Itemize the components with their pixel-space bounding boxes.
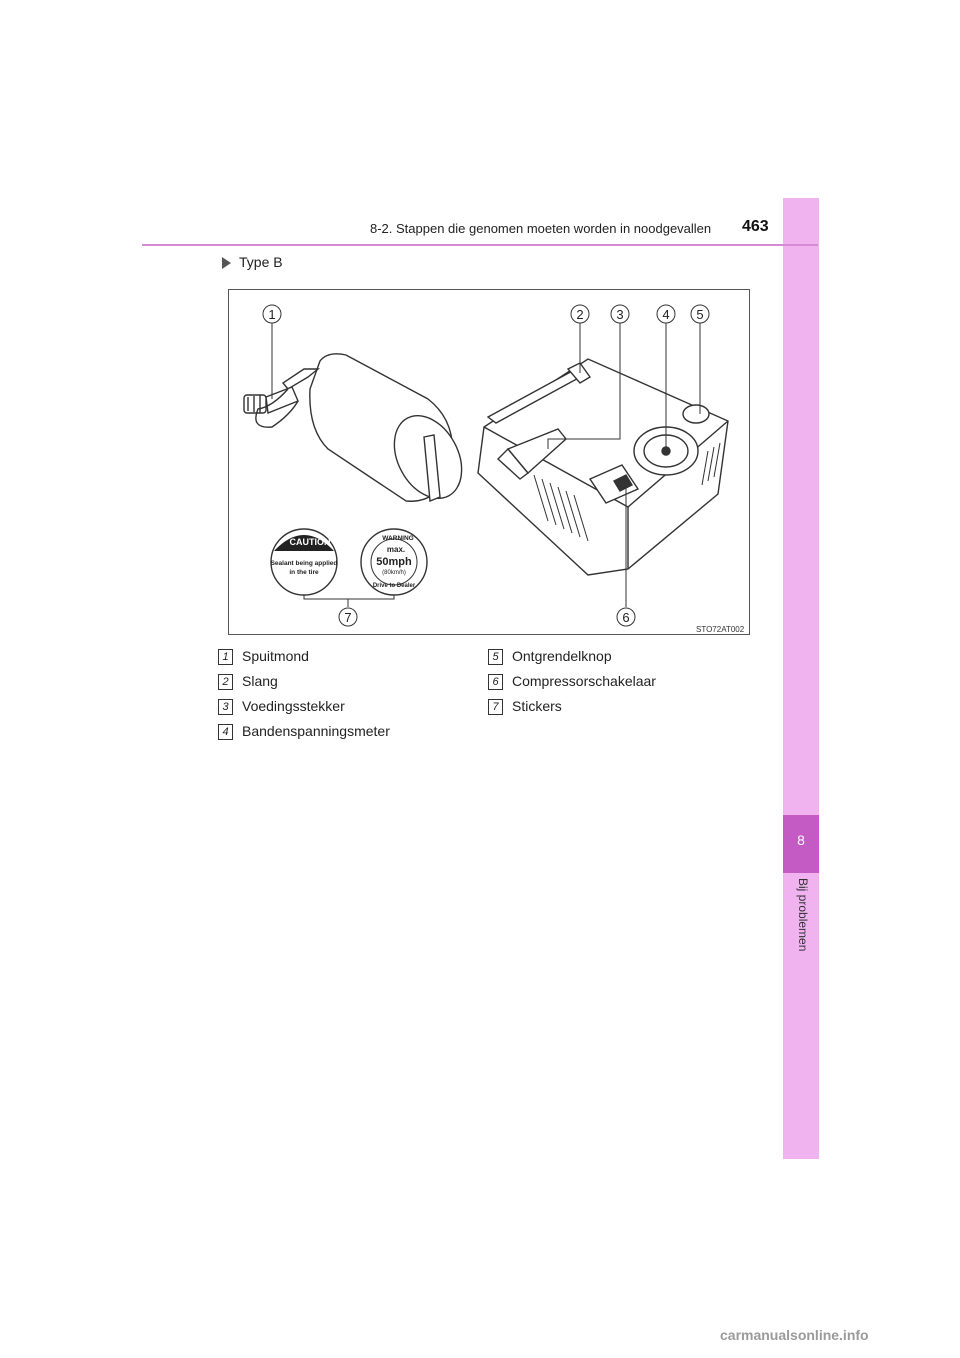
svg-text:7: 7 bbox=[344, 610, 351, 625]
subheading-text: Type B bbox=[239, 254, 283, 270]
legend-number: 7 bbox=[488, 699, 503, 716]
chapter-label: Bij problemen bbox=[796, 878, 810, 952]
caution-line1: Sealant being applied bbox=[271, 560, 338, 567]
sealant-bottle bbox=[243, 353, 463, 502]
legend-number: 6 bbox=[488, 674, 503, 691]
warning-speed: 50mph bbox=[376, 556, 412, 568]
callout-7: 7 bbox=[338, 607, 358, 627]
legend-item: 7 Stickers bbox=[488, 698, 562, 716]
warning-sticker: WARNING max. 50mph (80km/h) Drive to Dea… bbox=[360, 528, 428, 596]
svg-text:3: 3 bbox=[616, 307, 623, 322]
legend-item: 3 Voedingsstekker bbox=[218, 698, 345, 716]
section-title: 8-2. Stappen die genomen moeten worden i… bbox=[370, 221, 712, 236]
legend-item: 4 Bandenspanningsmeter bbox=[218, 723, 390, 741]
warning-max: max. bbox=[387, 545, 405, 554]
callout-5: 5 bbox=[690, 304, 710, 324]
warning-footer: Drive to Dealer bbox=[373, 583, 416, 589]
repair-kit-figure: CAUTION Sealant being applied in the tir… bbox=[228, 289, 750, 635]
warning-heading: WARNING bbox=[382, 535, 413, 542]
callout-1: 1 bbox=[262, 304, 282, 324]
svg-text:2: 2 bbox=[576, 307, 583, 322]
caution-heading: CAUTION bbox=[290, 537, 331, 547]
svg-text:5: 5 bbox=[696, 307, 703, 322]
legend-item: 5 Ontgrendelknop bbox=[488, 648, 612, 666]
legend-number: 3 bbox=[218, 699, 233, 716]
callout-leaders bbox=[271, 323, 701, 607]
callout-2: 2 bbox=[570, 304, 590, 324]
legend-label: Slang bbox=[242, 673, 278, 689]
triangle-bullet-icon bbox=[222, 257, 231, 270]
legend-label: Voedingsstekker bbox=[242, 698, 345, 714]
legend-number: 5 bbox=[488, 649, 503, 666]
legend-number: 1 bbox=[218, 649, 233, 666]
callout-6: 6 bbox=[616, 607, 636, 627]
repair-kit-illustration: CAUTION Sealant being applied in the tir… bbox=[228, 289, 750, 635]
chapter-tab bbox=[783, 815, 819, 873]
callout-4: 4 bbox=[656, 304, 676, 324]
subheading: Type B bbox=[222, 254, 283, 270]
legend-label: Spuitmond bbox=[242, 648, 309, 664]
legend: 1 Spuitmond 2 Slang 3 Voedingsstekker 4 Band… bbox=[218, 648, 758, 748]
caution-sticker: CAUTION Sealant being applied in the tir… bbox=[270, 528, 338, 596]
legend-label: Bandenspanningsmeter bbox=[242, 723, 390, 739]
caution-line2: in the tire bbox=[289, 569, 319, 576]
warning-kmh: (80km/h) bbox=[382, 570, 406, 576]
svg-text:6: 6 bbox=[622, 610, 629, 625]
watermark: carmanualsonline.info bbox=[720, 1327, 869, 1343]
legend-number: 4 bbox=[218, 724, 233, 741]
figure-code: STO72AT002 bbox=[696, 625, 745, 634]
callout-3: 3 bbox=[610, 304, 630, 324]
svg-text:1: 1 bbox=[268, 307, 275, 322]
svg-text:4: 4 bbox=[662, 307, 669, 322]
legend-label: Stickers bbox=[512, 698, 562, 714]
legend-item: 1 Spuitmond bbox=[218, 648, 309, 666]
legend-number: 2 bbox=[218, 674, 233, 691]
chapter-number: 8 bbox=[797, 832, 805, 848]
page-number: 463 bbox=[742, 218, 769, 235]
legend-label: Ontgrendelknop bbox=[512, 648, 612, 664]
legend-label: Compressorschakelaar bbox=[512, 673, 656, 689]
legend-item: 2 Slang bbox=[218, 673, 278, 691]
header-rule bbox=[142, 244, 818, 246]
chapter-sidebar bbox=[783, 198, 819, 1159]
legend-item: 6 Compressorschakelaar bbox=[488, 673, 656, 691]
